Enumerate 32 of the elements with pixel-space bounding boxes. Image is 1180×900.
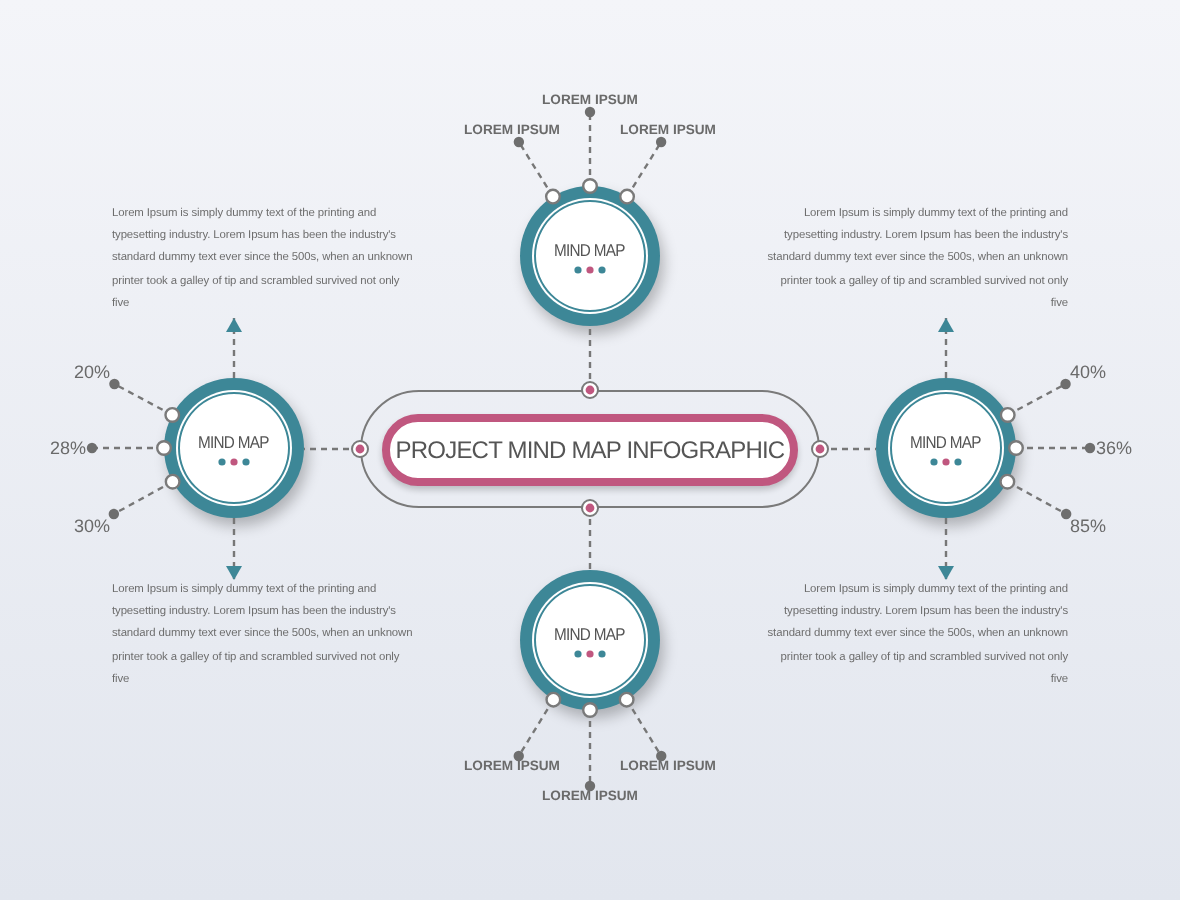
percentage-label: 40% [1064, 360, 1112, 384]
connector [999, 473, 1072, 520]
connector [86, 440, 172, 456]
connector [582, 106, 598, 194]
title-pill: PROJECT MIND MAP INFOGRAPHIC [382, 413, 798, 485]
connector [1008, 440, 1096, 456]
title-frame [360, 390, 820, 508]
connector [938, 518, 954, 580]
connector [226, 318, 242, 378]
connector [999, 378, 1071, 423]
percentage-label: 85% [1064, 514, 1112, 538]
connector [108, 473, 181, 520]
percentage-label: 30% [68, 514, 116, 538]
connector [618, 691, 667, 762]
mind-map-circle: MIND MAP [876, 378, 1016, 518]
mind-map-circle: MIND MAP [520, 186, 660, 326]
connector [619, 136, 667, 205]
connector [582, 702, 598, 792]
connector [581, 499, 599, 570]
connector [811, 440, 876, 458]
percentage-label: 36% [1090, 436, 1138, 460]
connector [513, 691, 562, 762]
percentage-label: 20% [68, 360, 116, 384]
connector [581, 326, 599, 399]
connector [513, 136, 561, 205]
mind-map-circle: MIND MAP [520, 570, 660, 710]
connector [938, 318, 954, 378]
percentage-label: 28% [44, 436, 92, 460]
connector [304, 440, 369, 458]
connector [109, 378, 181, 423]
connector [226, 518, 242, 580]
mind-map-circle: MIND MAP [164, 378, 304, 518]
